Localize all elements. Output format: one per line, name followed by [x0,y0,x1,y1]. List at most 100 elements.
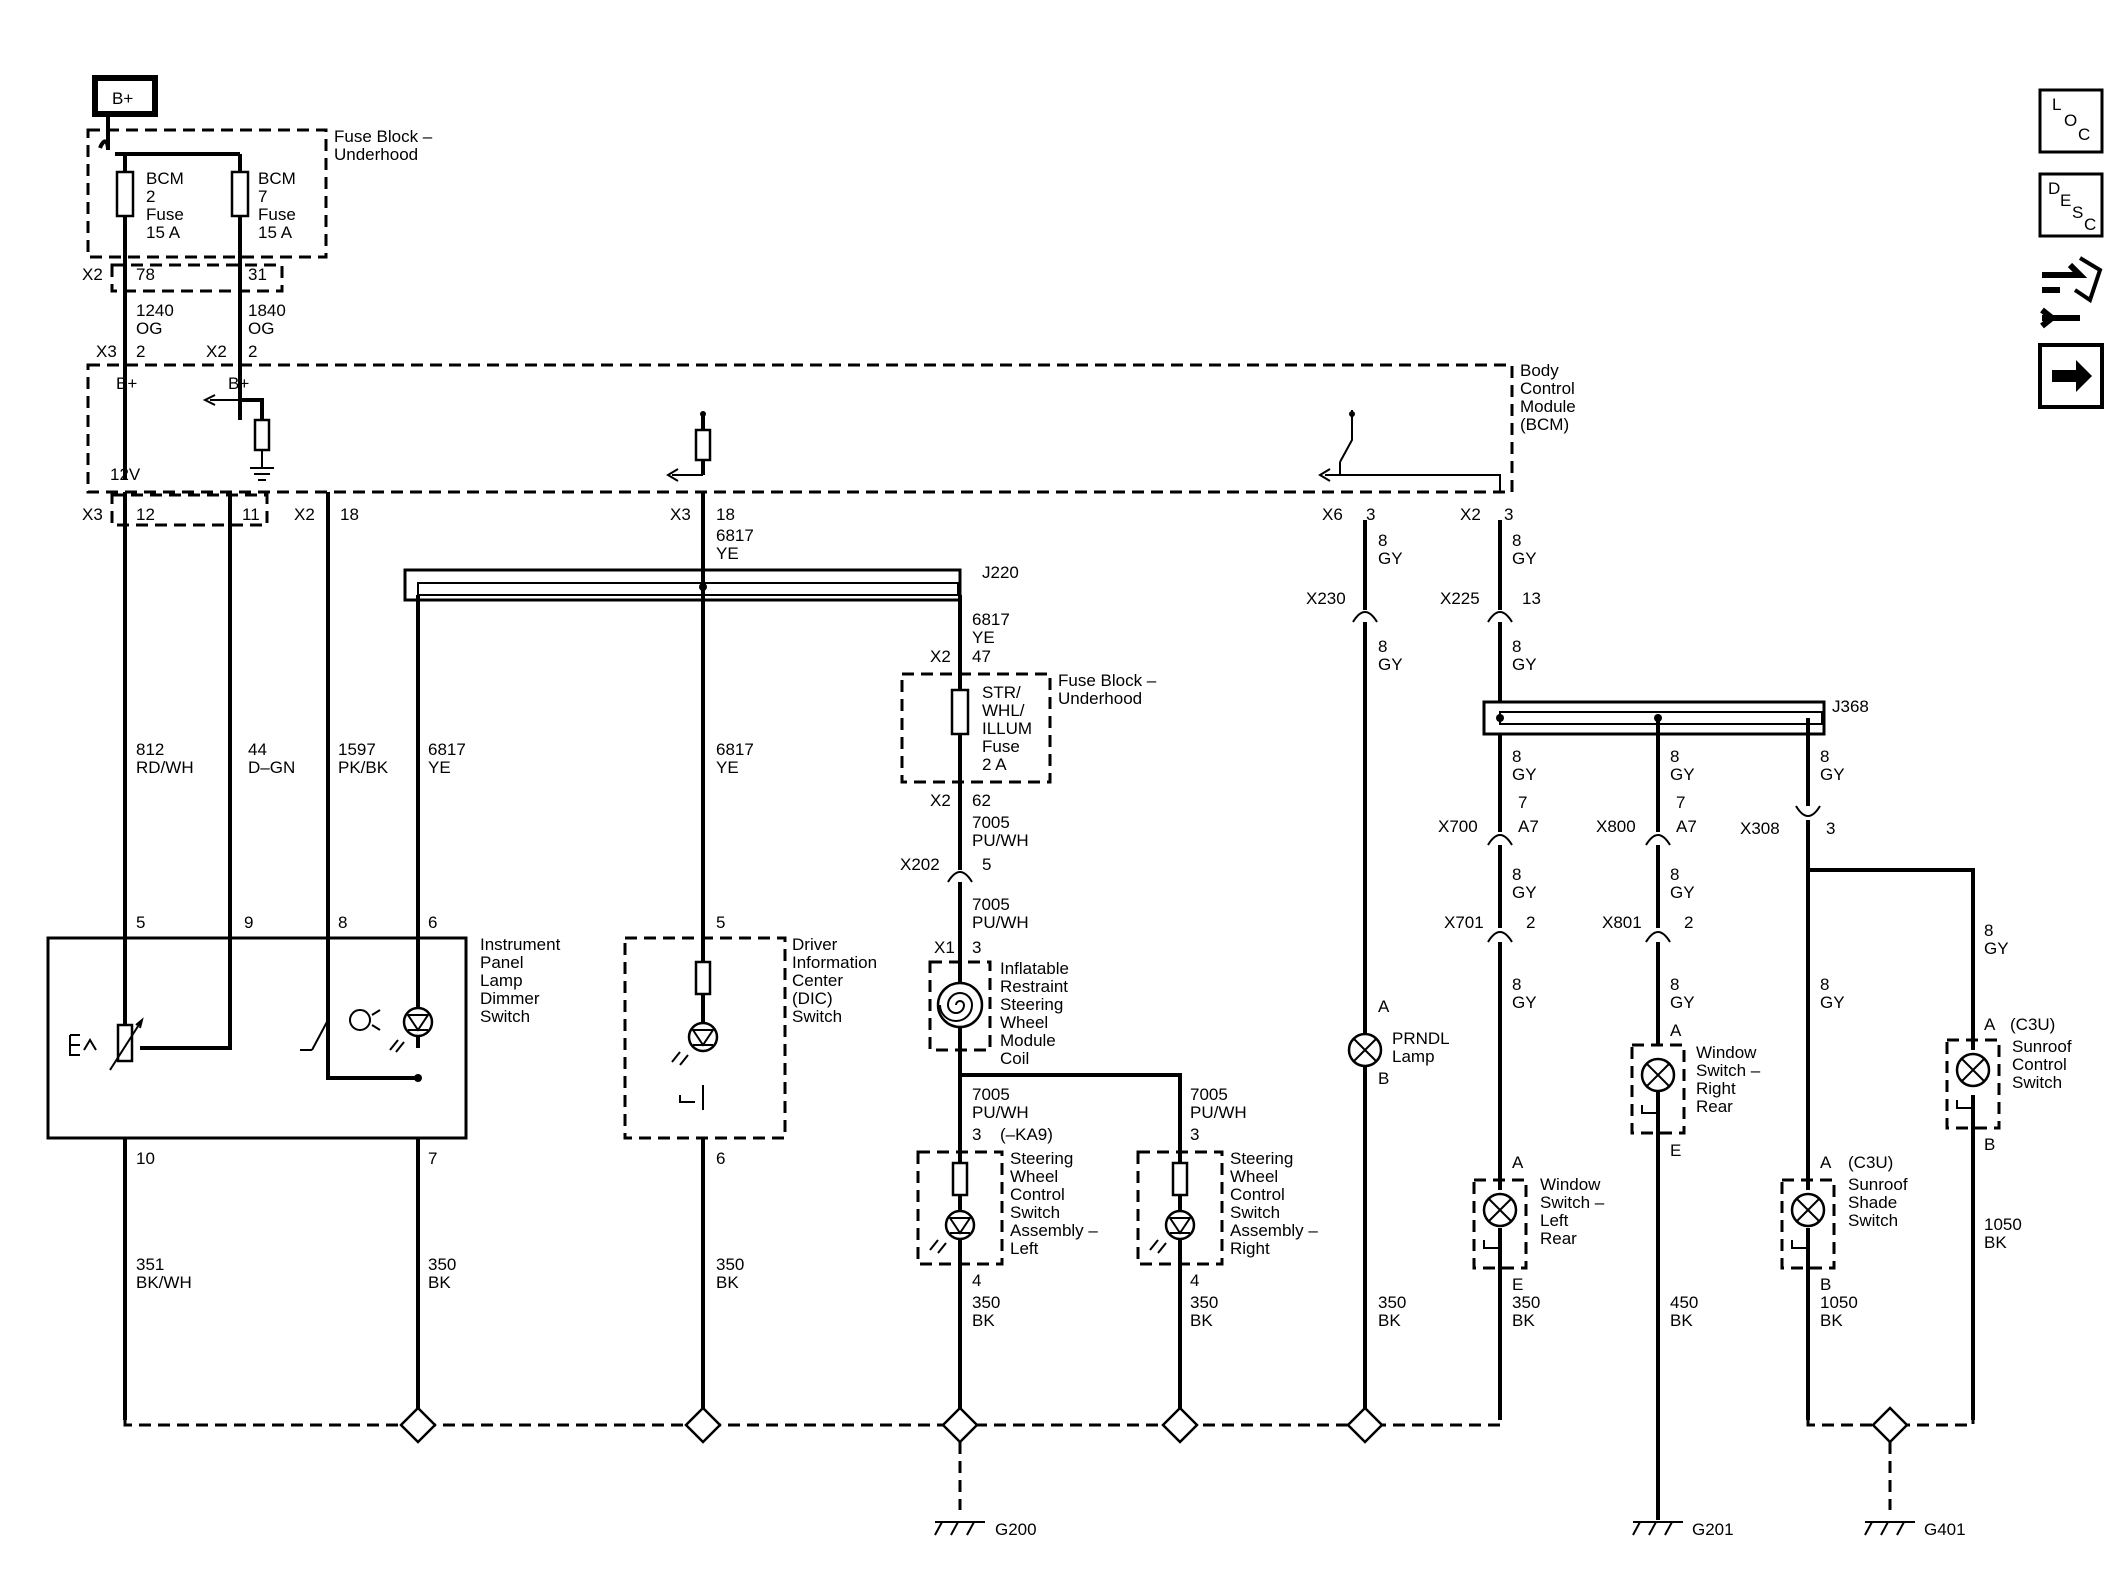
diagram-label: 18 [716,505,735,524]
battery-feed: B+ [92,75,158,117]
diagram-label: 350 [1190,1293,1218,1312]
diagram-label: GY [1670,765,1695,784]
ground-g200: G200 [934,1520,1037,1539]
diagram-label: B+ [116,374,137,393]
next-arrow-icon[interactable] [2038,343,2104,409]
ground-g201: G201 [1632,1520,1734,1539]
diagram-label: A7 [1676,817,1697,836]
diagram-label: GY [1820,765,1845,784]
diagram-label: J220 [982,563,1019,582]
diagram-label: G401 [1924,1520,1966,1539]
diagram-label: GY [1378,655,1403,674]
sunroof-shade-switch: A (C3U) Sunroof Shade Switch B [1780,1153,1908,1294]
diagram-label: X230 [1306,589,1346,608]
diagram-label: GY [1512,549,1537,568]
diagram-label: B [1378,1069,1389,1088]
diagram-label: OG [248,319,274,338]
diagram-label: 350 [716,1255,744,1274]
diagram-label: B+ [228,374,249,393]
diagram-label: 350 [1378,1293,1406,1312]
diagram-label: 1050 [1820,1293,1858,1312]
diagram-label: 3 [972,938,981,957]
diagram-label: PRNDL [1392,1029,1450,1048]
diagram-label: Module [1000,1031,1056,1050]
diagram-label: X308 [1740,819,1780,838]
diagram-label: X202 [900,855,940,874]
diagram-label: Steering [1010,1149,1073,1168]
diagram-label: Right [1696,1079,1736,1098]
diagram-label: 2 A [982,755,1007,774]
steering-wheel-control-switch-left: Steering Wheel Control Switch Assembly –… [916,1149,1098,1266]
diagram-label: 8 [1820,975,1829,994]
driver-information-center-switch: Driver Information Center (DIC) Switch 5… [623,913,877,1168]
diagram-label: YE [972,628,995,647]
diagram-label: 12V [110,465,141,484]
location-icon[interactable]: L O C [2038,88,2104,154]
diagram-label: WHL/ [982,701,1025,720]
diagram-label: (BCM) [1520,415,1569,434]
inflatable-restraint-coil: Inflatable Restraint Steering Wheel Modu… [928,959,1069,1068]
diagram-label: GY [1670,993,1695,1012]
wire-1597 [326,492,418,1080]
diagram-label: 2 [1684,913,1693,932]
diagram-label: Restraint [1000,977,1068,996]
diagram-label: Underhood [334,145,418,164]
diagram-label: 1597 [338,740,376,759]
diagram-label: 1840 [248,301,286,320]
diagram-label: 8 [1984,921,1993,940]
diagram-label: A [1820,1153,1832,1172]
diagram-label: BK [1190,1311,1213,1330]
diagram-label: A7 [1518,817,1539,836]
diagram-label: 450 [1670,1293,1698,1312]
diagram-label: A [1512,1153,1524,1172]
diagram-label: 5 [136,913,145,932]
diagram-label: Wheel [1010,1167,1058,1186]
diagram-label: Center [792,971,843,990]
diagram-label: C [2078,125,2090,144]
diagram-label: Switch [1848,1211,1898,1230]
fuse-block-underhood-top: Fuse Block – Underhood BCM 2 Fuse 15 A B… [86,114,433,259]
diagram-label: Sunroof [2012,1037,2072,1056]
diagram-label: 8 [1378,531,1387,550]
diagram-label: PU/WH [972,831,1029,850]
diagram-label: BK [1820,1311,1843,1330]
steering-wheel-control-switch-right: Steering Wheel Control Switch Assembly –… [1136,1149,1318,1266]
splice-j368: J368 [1482,697,1869,736]
diagram-label: Dimmer [480,989,540,1008]
diagram-label: X700 [1438,817,1478,836]
diagram-label: GY [1512,883,1537,902]
description-icon[interactable]: D E S C [2038,172,2104,238]
diagram-label: 7005 [972,895,1010,914]
fuse-block-underhood-mid: Fuse Block – Underhood STR/ WHL/ ILLUM F… [900,671,1157,784]
diagram-label: 47 [972,647,991,666]
splice-j220: J220 [403,563,1019,602]
diagram-label: 6817 [428,740,466,759]
diagram-label: J368 [1832,697,1869,716]
diagram-label: 8 [1512,637,1521,656]
diagram-label: A [1984,1015,1996,1034]
diagram-label: 7 [258,187,267,206]
sunroof-control-switch: A (C3U) Sunroof Control Switch B [1945,1015,2072,1154]
diagram-label: 11 [242,505,260,524]
diagram-label: Fuse Block – [1058,671,1157,690]
diagram-label: 6817 [716,526,754,545]
diagram-label: G200 [995,1520,1037,1539]
diagram-label: BK/WH [136,1273,192,1292]
diagram-label: Switch – [1540,1193,1605,1212]
diagram-label: 4 [972,1271,981,1290]
diagram-label: Switch – [1696,1061,1761,1080]
diagram-label: 5 [982,855,991,874]
diagram-label: Window [1540,1175,1601,1194]
diagram-label: Control [1230,1185,1285,1204]
diagram-label: E [1512,1275,1523,1294]
connector-wrench-icon[interactable] [2040,256,2103,329]
diagram-label: 15 A [146,223,181,242]
diagram-label: 13 [1522,589,1541,608]
diagram-label: Switch [792,1007,842,1026]
diagram-label: A [1670,1021,1682,1040]
diagram-label: X2 [294,505,315,524]
diagram-label: GY [1670,883,1695,902]
diagram-label: 8 [338,913,347,932]
diagram-label: X225 [1440,589,1480,608]
diagram-label: 1240 [136,301,174,320]
